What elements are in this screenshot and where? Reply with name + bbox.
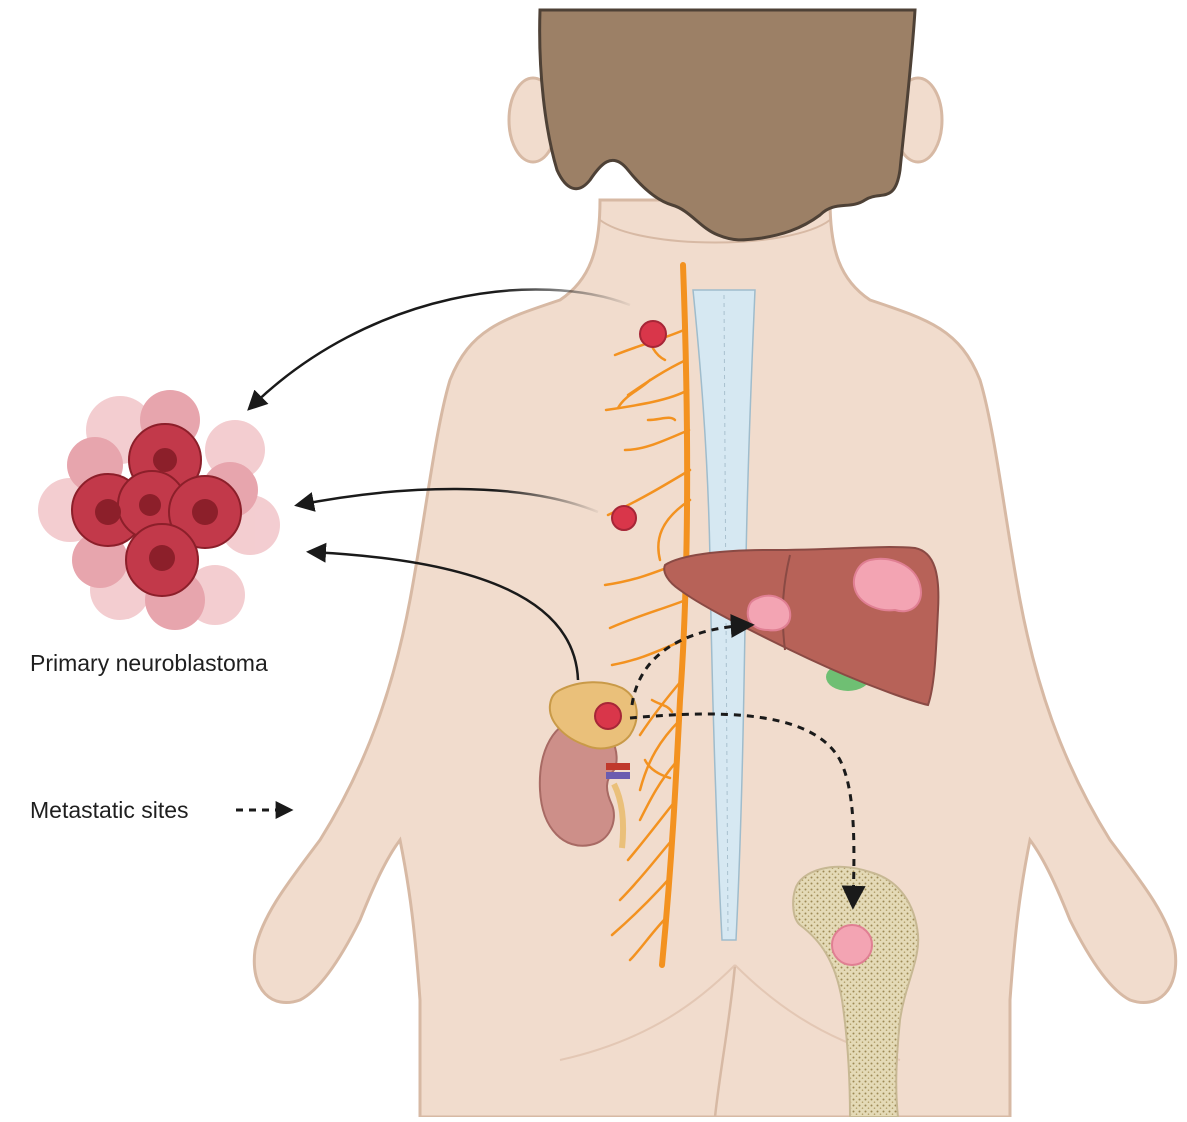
primary-neuroblastoma-label: Primary neuroblastoma <box>30 650 268 677</box>
kidney-with-adrenal <box>540 682 637 848</box>
metastatic-sites-label: Metastatic sites <box>30 797 189 824</box>
neuroblastoma-cell-cluster-icon <box>38 390 280 630</box>
primary-tumor-upper <box>640 321 666 347</box>
bone-metastasis <box>832 925 872 965</box>
liver-metastasis-small <box>748 596 790 631</box>
adrenal-tumor <box>595 703 621 729</box>
primary-tumor-middle <box>612 506 636 530</box>
